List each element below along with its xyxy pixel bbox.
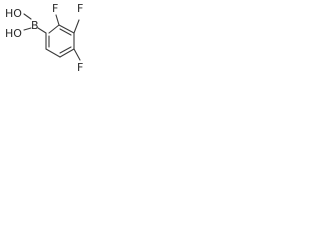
ring-bond-c4-c5 [59,48,75,58]
chemical-structure-diagram: HO HO B F F F [5,2,83,74]
label-fluorine-meta: F [77,2,83,15]
ring-double-bond-inner-1 [59,28,72,36]
bond-to-fluorine-meta [73,19,80,34]
label-hydroxyl-bottom: HO [5,27,22,40]
bond-to-fluorine-para-position [73,48,81,61]
label-fluorine-ortho: F [52,2,58,15]
ring-double-bond-inner-2 [59,46,72,54]
ring-bond-c2-c3 [58,24,75,34]
bond-boron-to-hydroxyl-bottom [23,27,32,31]
bond-to-fluorine-ortho [55,14,60,26]
bond-ring-to-boron [37,27,47,34]
label-hydroxyl-top: HO [5,7,22,20]
ring-bond-c1-c2 [48,24,60,34]
label-boron: B [31,19,39,32]
ring-bond-c5-c6 [45,48,61,58]
substituent-bonds [23,13,81,61]
benzene-ring [45,24,75,58]
label-fluorine-para-position: F [77,61,83,74]
bond-boron-to-hydroxyl-top [23,13,32,20]
atom-labels: HO HO B F F F [5,2,83,74]
